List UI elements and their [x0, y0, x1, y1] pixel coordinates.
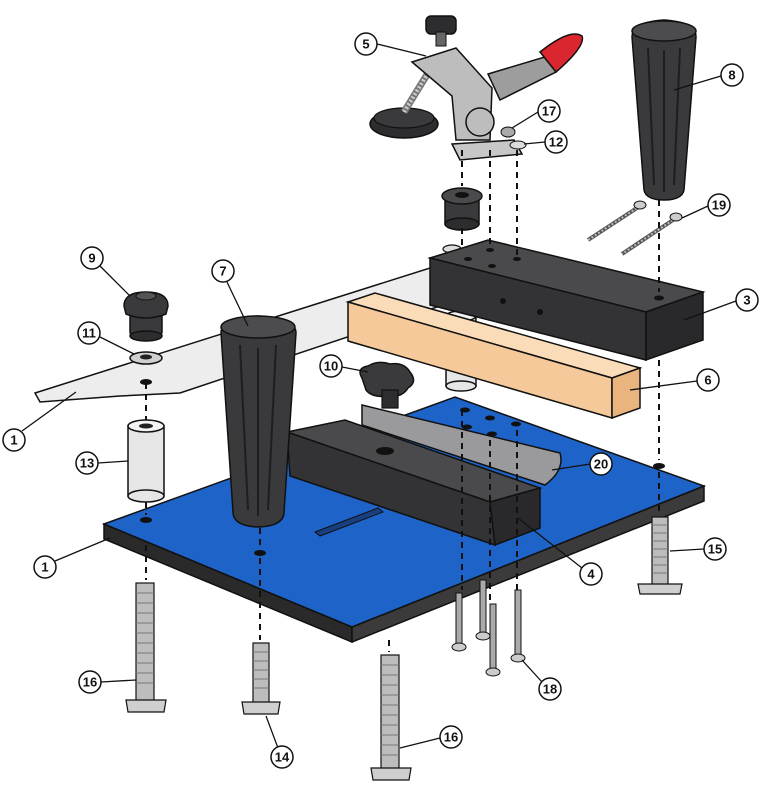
- callout-16-center: 16: [399, 725, 463, 749]
- callout-14: 14: [265, 715, 294, 769]
- handle-7: [220, 315, 297, 528]
- callout-1-upper: 1: [2, 391, 77, 452]
- svg-text:1: 1: [10, 433, 17, 448]
- svg-text:18: 18: [543, 682, 557, 697]
- callout-7: 7: [211, 259, 249, 327]
- callout-17: 17: [511, 99, 561, 129]
- small-screws-18: [451, 579, 526, 677]
- callout-12: 12: [523, 130, 568, 154]
- svg-text:17: 17: [542, 104, 556, 119]
- callouts: 5 17 12 8 19 3 9: [2, 32, 759, 769]
- spacer-tube: [127, 419, 165, 503]
- callout-16-left: 16: [78, 670, 137, 694]
- callout-8: 8: [673, 63, 744, 91]
- dark-block-4: [284, 419, 543, 547]
- callout-4: 4: [517, 517, 603, 586]
- callout-6: 6: [629, 368, 720, 392]
- bushing: [441, 187, 483, 231]
- svg-text:4: 4: [587, 567, 595, 582]
- bolt-14: [241, 642, 281, 715]
- callout-1-lower: 1: [33, 537, 111, 579]
- svg-text:19: 19: [712, 198, 726, 213]
- svg-text:13: 13: [80, 456, 94, 471]
- svg-text:6: 6: [704, 373, 711, 388]
- callout-3: 3: [683, 288, 759, 321]
- star-knob: [359, 361, 415, 409]
- svg-text:16: 16: [444, 730, 458, 745]
- washer: [129, 351, 163, 365]
- svg-text:1: 1: [41, 560, 48, 575]
- callout-18: 18: [521, 659, 562, 701]
- bolt-15: [637, 516, 683, 595]
- bolt-16-left: [125, 582, 167, 713]
- svg-text:5: 5: [362, 37, 369, 52]
- callout-15: 15: [669, 537, 727, 561]
- svg-text:10: 10: [324, 359, 338, 374]
- callout-5: 5: [354, 32, 427, 57]
- svg-text:7: 7: [219, 264, 226, 279]
- callout-11: 11: [77, 321, 135, 355]
- callout-19: 19: [681, 193, 731, 219]
- handle-8: [631, 19, 697, 201]
- svg-text:20: 20: [594, 457, 608, 472]
- callout-20: 20: [551, 452, 613, 476]
- svg-text:16: 16: [83, 675, 97, 690]
- svg-text:12: 12: [549, 135, 563, 150]
- svg-text:11: 11: [82, 326, 96, 341]
- alignment-lines: [145, 150, 660, 652]
- svg-text:8: 8: [728, 68, 735, 83]
- toggle-clamp: [369, 15, 584, 161]
- wood-screws: [586, 200, 683, 256]
- knob-9: [123, 291, 169, 342]
- bolt-16-center: [370, 654, 412, 781]
- wood-block: [345, 292, 643, 420]
- callout-10: 10: [319, 354, 369, 378]
- dark-block-3: [427, 239, 706, 362]
- svg-text:3: 3: [743, 293, 750, 308]
- svg-text:9: 9: [88, 251, 95, 266]
- svg-text:15: 15: [708, 542, 722, 557]
- callout-9: 9: [80, 246, 131, 297]
- callout-13: 13: [75, 451, 129, 475]
- svg-text:14: 14: [275, 750, 290, 765]
